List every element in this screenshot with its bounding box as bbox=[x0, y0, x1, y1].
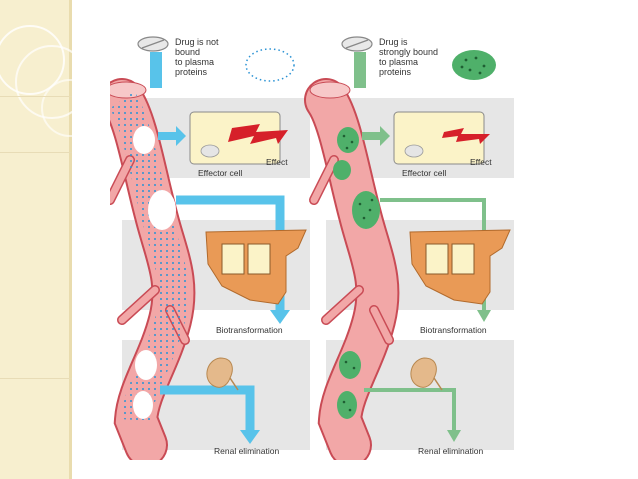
kidney-icon bbox=[410, 357, 443, 391]
kidney-icon bbox=[206, 357, 239, 391]
vessel-opening bbox=[309, 81, 351, 99]
effect-bolt-icon bbox=[442, 128, 490, 144]
pill-icon bbox=[137, 36, 169, 52]
kidney-arrow bbox=[364, 388, 456, 432]
right-renal-label: Renal elimination bbox=[418, 446, 483, 456]
unbound-protein-icon bbox=[245, 48, 295, 82]
right-effect-label: Effect bbox=[470, 157, 492, 167]
pill-icon bbox=[341, 36, 373, 52]
right-panel: Drug is strongly bound to plasma protein… bbox=[304, 36, 514, 460]
left-effect-label: Effect bbox=[266, 157, 288, 167]
left-renal-label: Renal elimination bbox=[214, 446, 279, 456]
distribution-arrow bbox=[362, 126, 390, 146]
effect-bolt-icon bbox=[228, 124, 288, 144]
bound-protein bbox=[333, 160, 351, 180]
left-effector-label: Effector cell bbox=[198, 168, 242, 178]
cell-nucleus bbox=[200, 144, 220, 158]
plasma-protein bbox=[133, 391, 153, 419]
right-caption-line-4: proteins bbox=[379, 67, 412, 77]
right-caption-line-1: Drug is bbox=[379, 37, 408, 47]
liver-icon bbox=[205, 229, 307, 305]
bound-protein-icon bbox=[452, 50, 496, 80]
right-caption-line-3: to plasma bbox=[379, 57, 418, 67]
protein-binding-diagram: Drug is not bound to plasma proteins bbox=[110, 36, 514, 460]
bound-protein bbox=[337, 391, 357, 419]
left-biotransformation-label: Biotransformation bbox=[216, 325, 283, 335]
bound-protein bbox=[337, 127, 359, 153]
sidebar-divider bbox=[0, 152, 72, 153]
plasma-protein bbox=[133, 126, 155, 154]
bound-protein bbox=[352, 191, 380, 229]
sidebar-rings bbox=[0, 25, 72, 137]
sidebar-edge bbox=[69, 0, 72, 479]
left-caption-line-3: to plasma bbox=[175, 57, 214, 67]
sidebar-divider bbox=[0, 96, 72, 97]
right-caption-line-2: strongly bound bbox=[379, 47, 438, 57]
plasma-protein bbox=[148, 190, 176, 230]
cell-nucleus bbox=[404, 144, 424, 158]
distribution-arrow bbox=[158, 126, 186, 146]
left-panel: Drug is not bound to plasma proteins bbox=[110, 36, 310, 460]
kidney-arrow bbox=[160, 385, 255, 432]
left-caption-line-2: bound bbox=[175, 47, 200, 57]
bound-drug-molecules bbox=[342, 134, 374, 412]
left-caption-line-1: Drug is not bbox=[175, 37, 219, 47]
plasma-protein bbox=[135, 350, 157, 380]
vessel-opening bbox=[110, 81, 147, 99]
sidebar-divider bbox=[0, 378, 72, 379]
decorative-sidebar bbox=[0, 0, 72, 479]
left-caption-line-4: proteins bbox=[175, 67, 208, 77]
right-biotransformation-label: Biotransformation bbox=[420, 325, 487, 335]
drug-intake-arrow bbox=[150, 52, 162, 88]
bound-protein bbox=[339, 351, 361, 379]
drug-intake-arrow bbox=[354, 52, 366, 88]
right-effector-label: Effector cell bbox=[402, 168, 446, 178]
liver-icon bbox=[409, 229, 511, 305]
